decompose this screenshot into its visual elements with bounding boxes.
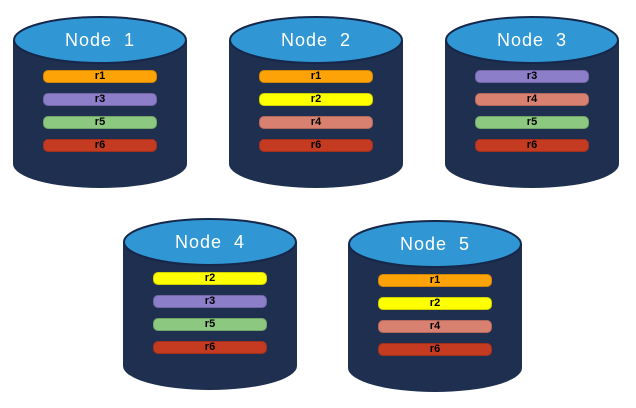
database-cylinder-icon (348, 220, 522, 392)
replica-bar: r4 (475, 93, 589, 106)
cylinder-top (445, 16, 619, 64)
replica-label: r1 (94, 70, 106, 82)
replica-label: r1 (429, 274, 441, 286)
replica-label: r3 (526, 70, 538, 82)
replica-bar: r2 (378, 297, 492, 310)
replica-bar: r3 (43, 93, 157, 106)
replica-list: r1 r2 r4 r6 (259, 70, 373, 152)
replica-bar: r1 (43, 70, 157, 83)
replica-label: r2 (204, 272, 216, 284)
replica-bar: r1 (259, 70, 373, 83)
replica-bar: r3 (153, 295, 267, 308)
node-5: Node 5 r1 r2 r4 r6 (347, 218, 523, 394)
node-title: Node 5 (399, 234, 471, 254)
replica-bar: r2 (259, 93, 373, 106)
replica-label: r6 (94, 139, 106, 151)
replica-bar: r6 (475, 139, 589, 152)
replica-label: r3 (204, 295, 216, 307)
replica-bar: r4 (259, 116, 373, 129)
replica-bar: r4 (378, 320, 492, 333)
replica-label: r6 (310, 139, 322, 151)
replica-bar: r5 (43, 116, 157, 129)
node-4: Node 4 r2 r3 r5 r6 (122, 216, 298, 392)
cylinder-top (123, 218, 297, 266)
node-3: Node 3 r3 r4 r5 r6 (444, 14, 620, 190)
replica-label: r6 (204, 341, 216, 353)
replica-list: r1 r2 r4 r6 (378, 274, 492, 356)
replica-label: r4 (526, 93, 538, 105)
replica-bar: r6 (153, 341, 267, 354)
replica-bar: r3 (475, 70, 589, 83)
replica-label: r6 (526, 139, 538, 151)
cylinder-top (13, 16, 187, 64)
replica-label: r5 (204, 318, 216, 330)
replica-bar: r1 (378, 274, 492, 287)
node-title: Node 4 (174, 232, 246, 252)
node-title: Node 2 (280, 30, 352, 50)
node-1: Node 1 r1 r3 r5 r6 (12, 14, 188, 190)
replica-bar: r6 (378, 343, 492, 356)
node-2: Node 2 r1 r2 r4 r6 (228, 14, 404, 190)
replica-label: r4 (429, 320, 441, 332)
replica-bar: r6 (259, 139, 373, 152)
replica-label: r1 (310, 70, 322, 82)
replica-bar: r6 (43, 139, 157, 152)
replica-label: r5 (94, 116, 106, 128)
replica-label: r2 (310, 93, 322, 105)
replica-label: r2 (429, 297, 441, 309)
replica-list: r2 r3 r5 r6 (153, 272, 267, 354)
replica-label: r4 (310, 116, 322, 128)
replica-label: r3 (94, 93, 106, 105)
replica-bar: r5 (153, 318, 267, 331)
replica-bar: r5 (475, 116, 589, 129)
replica-label: r5 (526, 116, 538, 128)
replica-label: r6 (429, 343, 441, 355)
replica-bar: r2 (153, 272, 267, 285)
cylinder-top (229, 16, 403, 64)
node-title: Node 1 (64, 30, 136, 50)
replica-list: r3 r4 r5 r6 (475, 70, 589, 152)
cylinder-top (348, 220, 522, 268)
node-title: Node 3 (496, 30, 568, 50)
replica-list: r1 r3 r5 r6 (43, 70, 157, 152)
